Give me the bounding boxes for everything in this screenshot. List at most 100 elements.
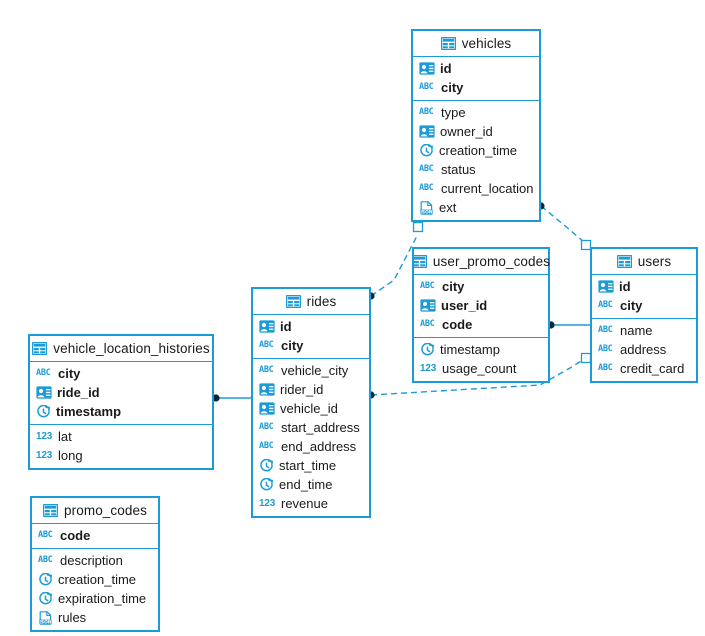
column-row-owner_id[interactable]: owner_id bbox=[413, 122, 539, 141]
column-row-revenue[interactable]: 123 revenue bbox=[253, 494, 369, 513]
id-card-icon bbox=[420, 299, 436, 312]
clock-icon bbox=[259, 458, 274, 473]
column-row-creation_time[interactable]: creation_time bbox=[32, 570, 158, 589]
column-row-city[interactable]: ABC city bbox=[30, 364, 212, 383]
id-card-icon bbox=[259, 383, 275, 396]
table-title: vehicles bbox=[461, 36, 512, 51]
column-row-id[interactable]: id bbox=[413, 59, 539, 78]
table-header-vehicle_location_histories[interactable]: vehicle_location_histories bbox=[30, 336, 212, 362]
column-name: description bbox=[60, 553, 123, 568]
column-row-expiration_time[interactable]: expiration_time bbox=[32, 589, 158, 608]
relationship-rel-vehicles-users[interactable] bbox=[537, 202, 592, 251]
column-row-description[interactable]: ABC description bbox=[32, 551, 158, 570]
column-name: end_address bbox=[281, 439, 357, 454]
column-name: id bbox=[440, 61, 452, 76]
column-name: type bbox=[441, 105, 466, 120]
abc-icon: ABC bbox=[259, 422, 274, 433]
column-name: address bbox=[620, 342, 667, 357]
table-header-user_promo_codes[interactable]: user_promo_codes bbox=[411, 249, 550, 275]
column-name: ride_id bbox=[57, 385, 100, 400]
column-name: owner_id bbox=[440, 124, 493, 139]
column-name: city bbox=[620, 298, 643, 313]
column-name: lat bbox=[58, 429, 72, 444]
column-row-start_time[interactable]: start_time bbox=[253, 456, 369, 475]
column-row-timestamp[interactable]: timestamp bbox=[30, 402, 212, 421]
abc-icon: ABC bbox=[38, 555, 53, 566]
abc-icon: ABC bbox=[598, 363, 613, 374]
column-row-end_time[interactable]: end_time bbox=[253, 475, 369, 494]
column-name: start_time bbox=[279, 458, 337, 473]
123-icon: 123 bbox=[259, 497, 276, 509]
regular-columns: ABC description creation_time expiration_ti… bbox=[32, 549, 158, 630]
clock-icon bbox=[36, 404, 51, 419]
abc-icon: ABC bbox=[259, 365, 274, 376]
abc-icon: ABC bbox=[420, 319, 435, 330]
column-name: ext bbox=[439, 200, 457, 215]
table-icon bbox=[411, 255, 427, 268]
column-name: city bbox=[58, 366, 81, 381]
column-name: expiration_time bbox=[58, 591, 147, 606]
column-row-ride_id[interactable]: ride_id bbox=[30, 383, 212, 402]
column-row-user_id[interactable]: user_id bbox=[414, 296, 548, 315]
relationship-target-square-marker bbox=[412, 221, 424, 233]
column-row-address[interactable]: ABC address bbox=[592, 340, 696, 359]
relationship-line bbox=[540, 205, 587, 245]
column-row-rider_id[interactable]: rider_id bbox=[253, 380, 369, 399]
column-name: creation_time bbox=[439, 143, 518, 158]
id-card-icon bbox=[419, 62, 435, 75]
column-row-creation_time[interactable]: creation_time bbox=[413, 141, 539, 160]
column-name: creation_time bbox=[58, 572, 137, 587]
table-header-promo_codes[interactable]: promo_codes bbox=[32, 498, 158, 524]
column-row-vehicle_id[interactable]: vehicle_id bbox=[253, 399, 369, 418]
column-name: name bbox=[620, 323, 653, 338]
table-header-vehicles[interactable]: vehicles bbox=[413, 31, 539, 57]
column-row-id[interactable]: id bbox=[253, 317, 369, 336]
table-title: promo_codes bbox=[64, 503, 147, 518]
abc-icon: ABC bbox=[598, 344, 613, 355]
column-name: id bbox=[619, 279, 631, 294]
abc-icon: ABC bbox=[420, 281, 435, 292]
column-name: revenue bbox=[281, 496, 328, 511]
relationship-rel-vlh-rides[interactable] bbox=[212, 394, 251, 402]
table-header-users[interactable]: users bbox=[592, 249, 696, 275]
id-card-icon bbox=[259, 320, 275, 333]
table-icon bbox=[43, 504, 59, 517]
clock-icon bbox=[419, 143, 434, 158]
table-header-rides[interactable]: rides bbox=[253, 289, 369, 315]
column-name: code bbox=[60, 528, 91, 543]
column-row-id[interactable]: id bbox=[592, 277, 696, 296]
relationship-rel-upc-users[interactable] bbox=[547, 321, 590, 329]
abc-icon: ABC bbox=[36, 368, 51, 379]
clock-icon bbox=[259, 477, 274, 492]
column-row-timestamp[interactable]: timestamp bbox=[414, 340, 548, 359]
